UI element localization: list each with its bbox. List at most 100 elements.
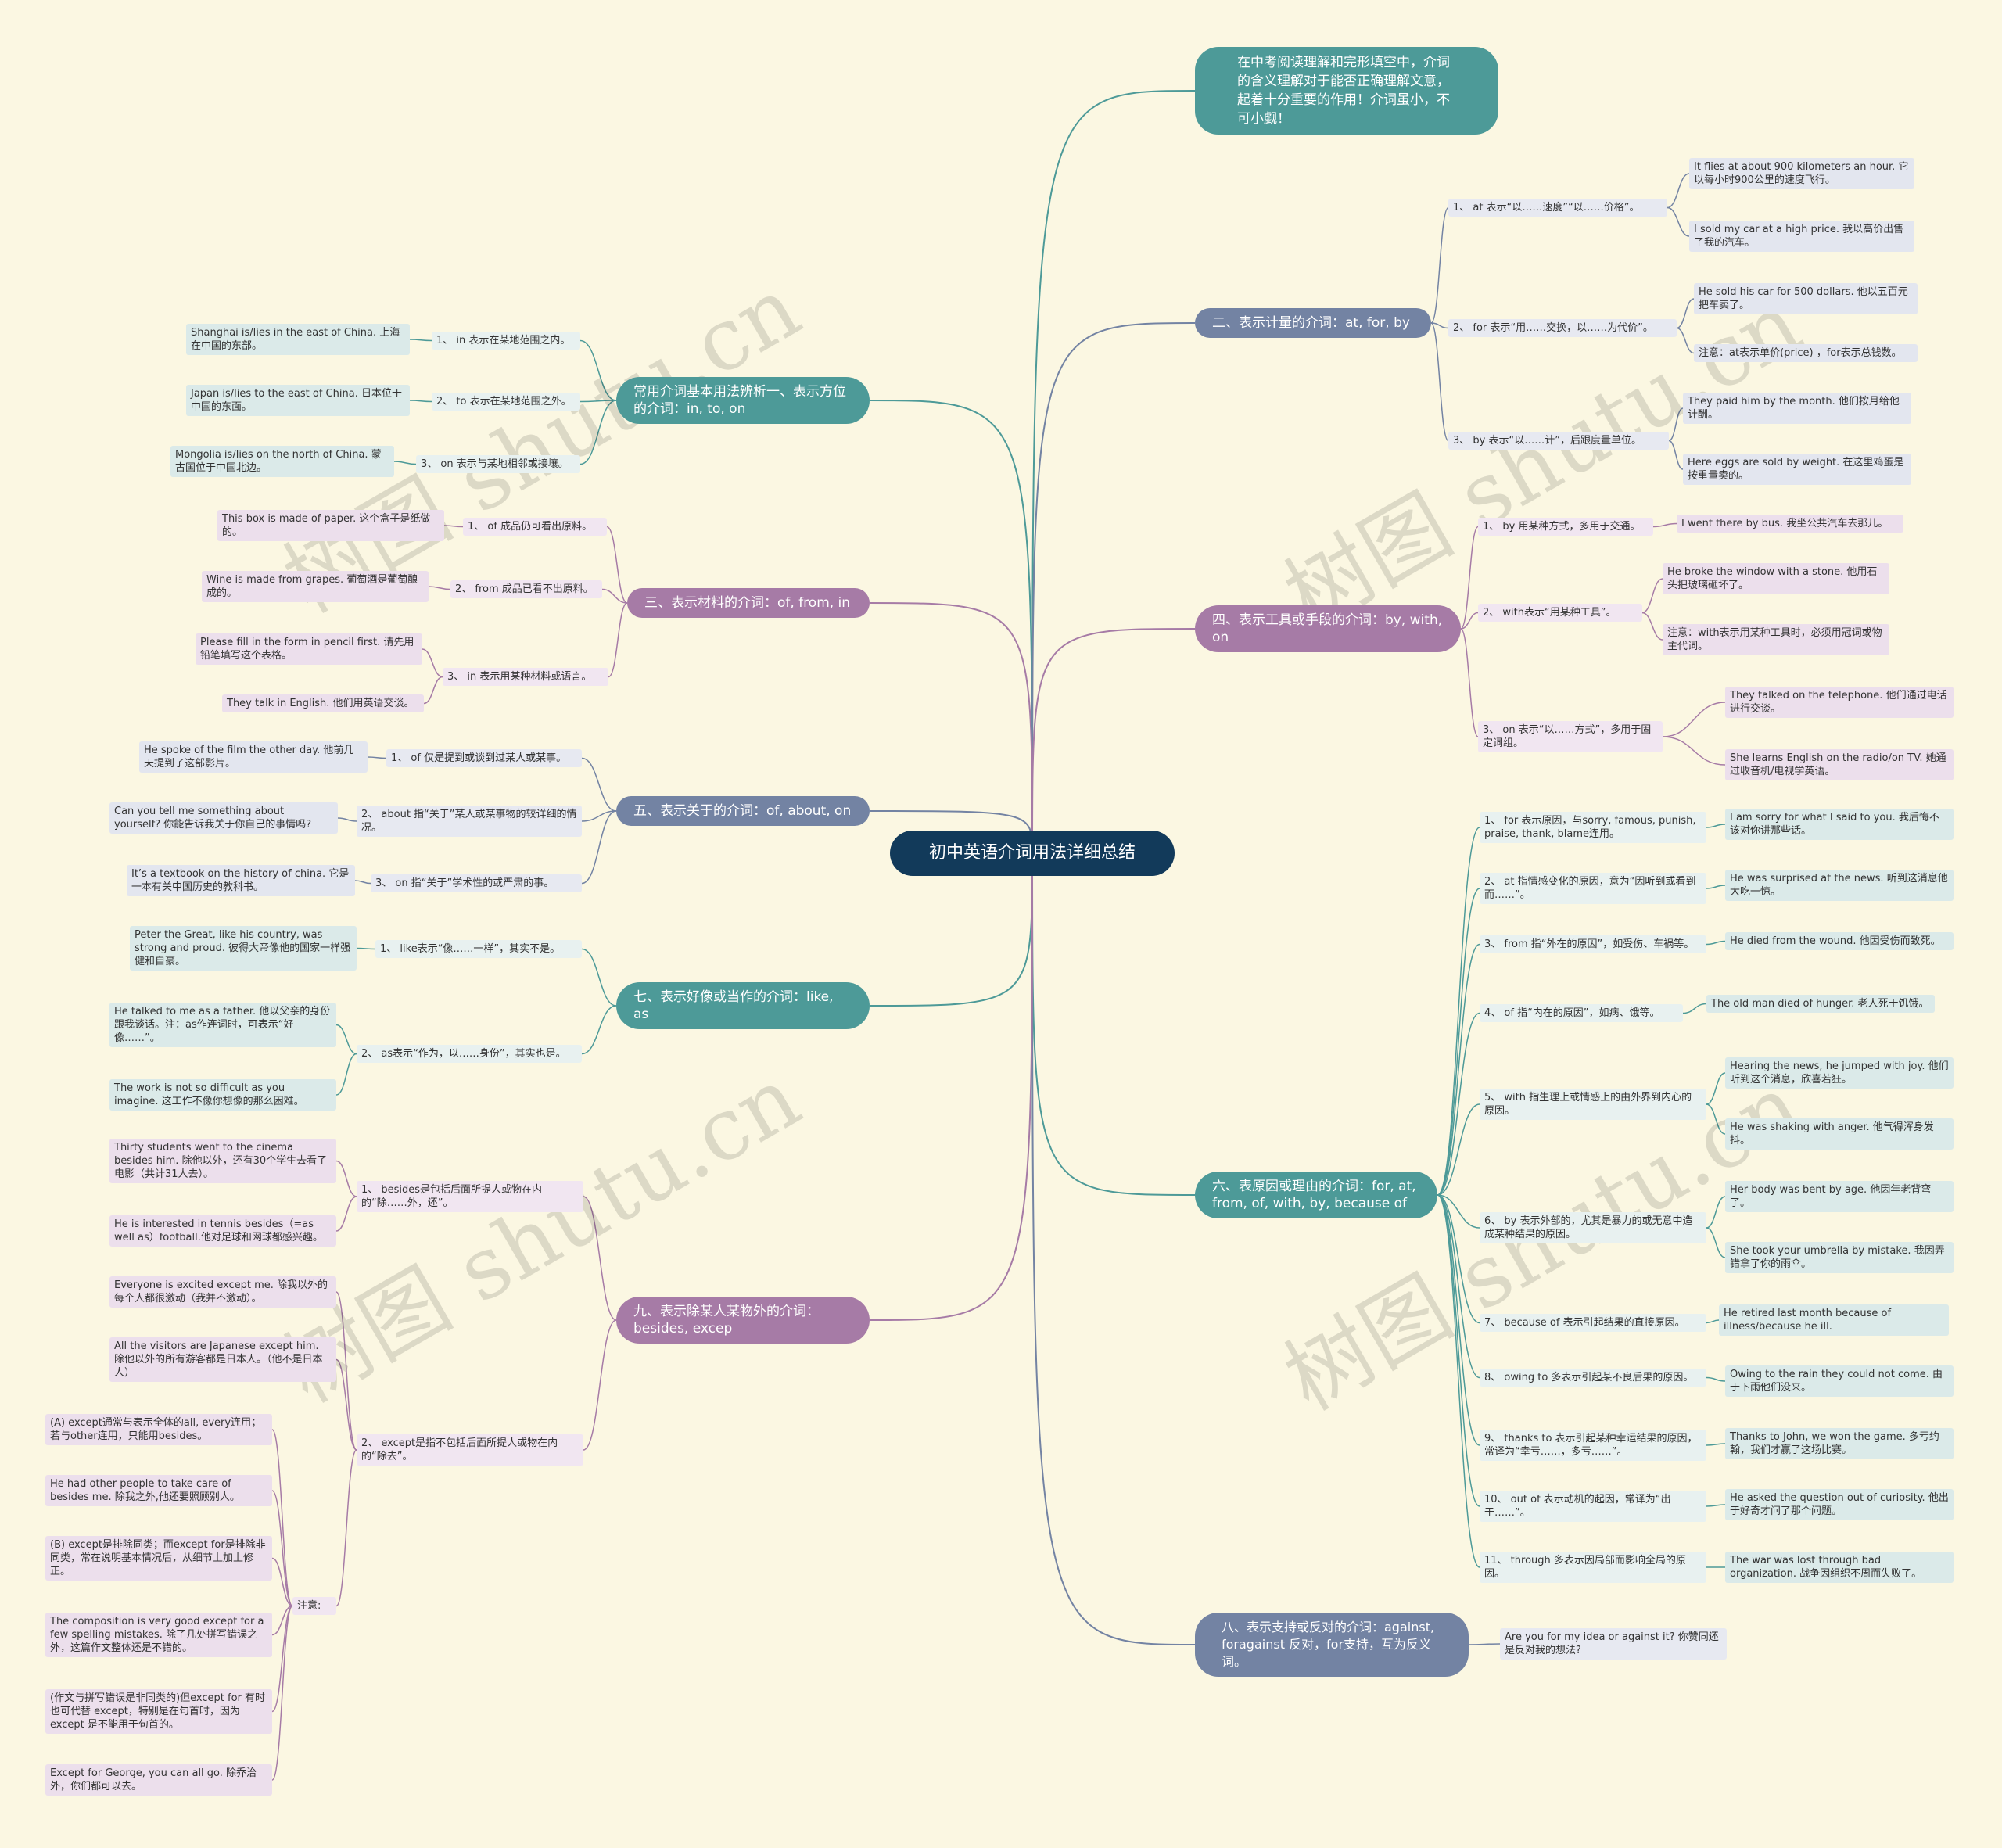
item-connector <box>1437 1194 1480 1507</box>
branch-connector <box>869 602 1033 854</box>
branch-except-prepositions[interactable]: 九、表示除某人某物外的介词：besides, excep <box>616 1297 870 1344</box>
b9-example: Thirty students went to the cinema besid… <box>109 1139 336 1183</box>
b8-example: Are you for my idea or against it? 你赞同还是… <box>1500 1628 1727 1660</box>
b7-example: The work is not so difficult as you imag… <box>109 1079 336 1111</box>
b4-example: He broke the window with a stone. 他用石头把玻… <box>1663 563 1889 594</box>
b2-item-label[interactable]: 2、 for 表示“用……交换，以……为代价”。 <box>1448 319 1677 337</box>
b4-example: They talked on the telephone. 他们通过电话进行交谈… <box>1725 687 1954 718</box>
b6-example: She took your umbrella by mistake. 我因弄错拿… <box>1725 1242 1954 1273</box>
b7-item-label[interactable]: 2、 as表示“作为，以……身份”，其实也是。 <box>357 1045 582 1063</box>
b6-item-label[interactable]: 6、 by 表示外部的，尤其是暴力的或无意中造成某种结果的原因。 <box>1480 1212 1706 1243</box>
b4-item-label[interactable]: 1、 by 用某种方式，多用于交通。 <box>1478 518 1653 536</box>
item-connector <box>1641 612 1663 641</box>
item-connector <box>606 526 628 604</box>
b7-example: Peter the Great, like his country, was s… <box>130 926 357 971</box>
item-connector <box>1430 206 1449 324</box>
item-connector <box>1652 522 1677 528</box>
b6-item-label[interactable]: 4、 of 指“内在的原因”，如病、饿等。 <box>1480 1004 1683 1022</box>
item-connector <box>1460 628 1479 737</box>
item-connector <box>1430 322 1449 442</box>
b6-item-label[interactable]: 7、 because of 表示引起结果的直接原因。 <box>1480 1314 1706 1332</box>
branch-location-prepositions[interactable]: 常用介词基本用法辨析一、表示方位的介词：in, to, on <box>616 377 870 424</box>
b9-note-example: (A) except通常与表示全体的all, every连用；若与other连用… <box>45 1414 272 1445</box>
item-connector <box>1706 1376 1726 1382</box>
b6-item-label[interactable]: 9、 thanks to 表示引起某种幸运结果的原因，常译为“幸亏……，多亏……… <box>1480 1430 1706 1461</box>
b9-note-example: The composition is very good except for … <box>45 1613 272 1657</box>
item-connector <box>581 757 617 812</box>
b2-example: It flies at about 900 kilometers an hour… <box>1689 158 1914 189</box>
item-connector <box>1706 1319 1720 1324</box>
item-connector <box>271 1605 293 1781</box>
b9-note-example: Except for George, you can all go. 除乔治外，… <box>45 1764 272 1796</box>
item-connector <box>423 676 443 705</box>
b6-item-label[interactable]: 1、 for 表示原因，与sorry, famous, punish, prai… <box>1480 812 1706 843</box>
branch-about-prepositions[interactable]: 五、表示关于的介词：of, about, on <box>616 796 870 826</box>
b5-example: Can you tell me something about yourself… <box>109 802 338 834</box>
b6-example: I am sorry for what I said to you. 我后悔不该… <box>1725 809 1954 840</box>
item-connector <box>1437 1103 1480 1196</box>
item-connector <box>409 339 432 342</box>
b6-item-label[interactable]: 5、 with 指生理上或情感上的由外界到内心的原因。 <box>1480 1089 1706 1120</box>
b6-item-label[interactable]: 10、 out of 表示动机的起因，常译为“出于……”。 <box>1480 1491 1706 1522</box>
b3-item-label[interactable]: 1、 of 成品仍可看出原料。 <box>463 518 607 536</box>
item-connector <box>581 810 617 885</box>
b2-item-label[interactable]: 1、 at 表示“以……速度”“以……价格”。 <box>1448 199 1667 217</box>
item-connector <box>1430 322 1449 329</box>
branch-connector <box>1031 852 1196 1645</box>
b7-item-label[interactable]: 1、 like表示“像……一样”，其实不是。 <box>375 940 582 958</box>
b4-example: I went there by bus. 我坐公共汽车去那儿。 <box>1677 515 1903 533</box>
b2-item-label[interactable]: 3、 by 表示“以……计”，后跟度量单位。 <box>1448 432 1669 450</box>
intro-topic[interactable]: 在中考阅读理解和完形填空中，介词的含义理解对于能否正确理解文意，起着十分重要的作… <box>1195 47 1498 135</box>
item-connector <box>335 1196 357 1232</box>
item-connector <box>1460 612 1479 630</box>
b1-item-label[interactable]: 3、 on 表示与某地相邻或接壤。 <box>416 455 580 473</box>
branch-connector <box>869 852 1033 1321</box>
b6-item-label[interactable]: 2、 at 指情感变化的原因，意为“因听到或看到而……”。 <box>1480 873 1706 904</box>
b6-example: He retired last month because of illness… <box>1719 1304 1949 1336</box>
b2-example: Here eggs are sold by weight. 在这里鸡蛋是按重量卖… <box>1683 454 1911 485</box>
b9-item-label[interactable]: 1、 besides是包括后面所提人或物在内的“除……外，还”。 <box>357 1181 583 1212</box>
branch-cause-prepositions[interactable]: 六、表原因或理由的介词：for, at, from, of, with, by,… <box>1195 1172 1437 1218</box>
b1-item-label[interactable]: 1、 in 表示在某地范围之内。 <box>432 332 580 350</box>
item-connector <box>271 1490 293 1607</box>
branch-like-as-prepositions[interactable]: 七、表示好像或当作的介词：like, as <box>616 982 870 1029</box>
branch-connector <box>1031 628 1196 854</box>
b9-example: Everyone is excited except me. 除我以外的每个人都… <box>109 1276 336 1308</box>
b1-example: Shanghai is/lies in the east of China. 上… <box>186 324 410 355</box>
b4-item-label[interactable]: 3、 on 表示“以……方式”，多用于固定词组。 <box>1478 721 1663 752</box>
item-connector <box>271 1605 293 1713</box>
branch-material-prepositions[interactable]: 三、表示材料的介词：of, from, in <box>627 588 870 618</box>
b9-note-label[interactable]: 注意: <box>292 1597 336 1615</box>
b9-item-label[interactable]: 2、 except是指不包括后面所提人或物在内的“除去”。 <box>357 1434 583 1466</box>
item-connector <box>1667 206 1690 237</box>
item-connector <box>409 400 432 403</box>
branch-connector <box>1031 90 1196 854</box>
b1-item-label[interactable]: 2、 to 表示在某地范围之外。 <box>432 393 580 411</box>
b3-example: Please fill in the form in pencil first.… <box>196 633 422 665</box>
item-connector <box>1437 1194 1480 1229</box>
b5-item-label[interactable]: 1、 of 仅是提到或谈到过某人或某事。 <box>386 749 582 767</box>
b6-item-label[interactable]: 11、 through 多表示因局部而影响全局的原因。 <box>1480 1552 1706 1583</box>
item-connector <box>422 648 443 678</box>
branch-tool-prepositions[interactable]: 四、表示工具或手段的介词：by, with, on <box>1195 605 1461 652</box>
b6-item-label[interactable]: 8、 owing to 多表示引起某不良后果的原因。 <box>1480 1369 1706 1387</box>
b4-item-label[interactable]: 2、 with表示“用某种工具”。 <box>1478 604 1642 622</box>
item-connector <box>335 1160 357 1197</box>
branch-connector <box>869 852 1033 1007</box>
b4-example: She learns English on the radio/on TV. 她… <box>1725 749 1954 780</box>
b3-item-label[interactable]: 3、 in 表示用某种材料或语言。 <box>443 668 608 686</box>
item-connector <box>354 880 371 885</box>
branch-measure-prepositions[interactable]: 二、表示计量的介词：at, for, by <box>1195 308 1431 338</box>
b5-item-label[interactable]: 3、 on 指“关于”学术性的或严肃的事。 <box>371 874 582 892</box>
b3-item-label[interactable]: 2、 from 成品已看不出原料。 <box>450 580 602 598</box>
item-connector <box>1437 827 1480 1196</box>
b5-item-label[interactable]: 2、 about 指“关于”某人或某事物的较详细的情况。 <box>357 806 582 837</box>
b6-example: Her body was bent by age. 他因年老背弯了。 <box>1725 1181 1954 1212</box>
item-connector <box>1662 702 1726 737</box>
root-topic[interactable]: 初中英语介词用法详细总结 <box>890 831 1175 876</box>
item-connector <box>1668 440 1684 470</box>
item-connector <box>581 948 617 1007</box>
item-connector <box>608 602 628 678</box>
b6-item-label[interactable]: 3、 from 指“外在的原因”，如受伤、车祸等。 <box>1480 935 1706 953</box>
branch-for-against-prepositions[interactable]: 八、表示支持或反对的介词：against, foragainst 反对，for支… <box>1195 1613 1469 1677</box>
